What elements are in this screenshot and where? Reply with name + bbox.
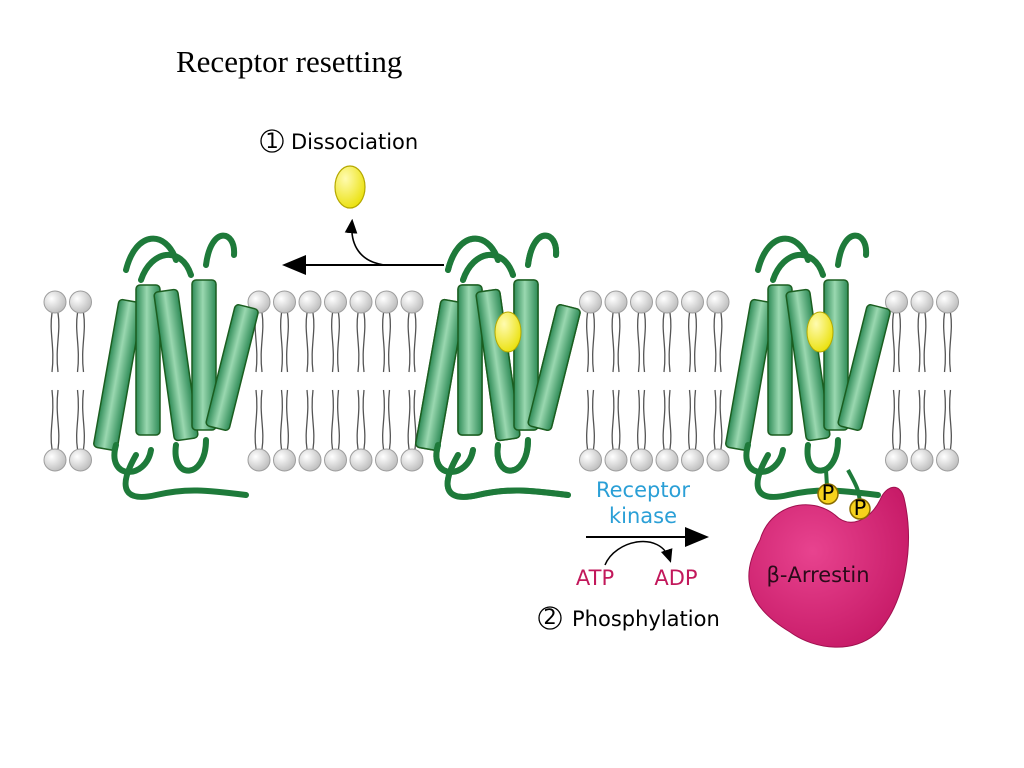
lipid-upper: [578, 290, 603, 373]
svg-text:Dissociation: Dissociation: [291, 130, 418, 154]
lipid-lower: [298, 389, 322, 472]
receptor-left: [93, 236, 259, 497]
kinase-label-line1: Receptor: [596, 478, 690, 502]
lipid-upper: [68, 290, 93, 373]
slide-title: Receptor resetting: [176, 44, 403, 79]
lipid-lower: [680, 389, 705, 472]
step1-label: 1 Dissociation: [260, 129, 418, 154]
lipid-upper: [374, 290, 399, 373]
lipid-lower: [43, 389, 67, 472]
phosphate-badge-1: P: [817, 481, 839, 505]
lipid-lower: [68, 389, 93, 472]
release-curve-arrow: [344, 218, 386, 266]
lipid-upper: [272, 290, 297, 373]
lipid-lower: [655, 389, 679, 472]
lipid-lower: [323, 389, 348, 472]
atp-adp-curve: [604, 540, 673, 566]
lipid-upper: [349, 290, 373, 373]
lipid-upper: [706, 290, 730, 373]
lipid-lower: [604, 389, 628, 472]
svg-text:1: 1: [265, 129, 278, 153]
lipid-upper: [298, 290, 322, 373]
lipid-upper: [910, 290, 934, 373]
lipid-lower: [629, 389, 654, 472]
arrestin-shape: [748, 486, 909, 648]
receptor-center: [415, 236, 581, 497]
bound-ligand: [494, 311, 522, 353]
kinase-label-line2: kinase: [609, 504, 677, 528]
lipid-lower: [706, 389, 730, 472]
svg-text:P: P: [854, 496, 867, 520]
step2-label: 2 Phosphylation: [538, 605, 720, 631]
released-ligand: [334, 165, 366, 209]
arrestin-label: β-Arrestin: [766, 563, 869, 587]
lipid-upper: [680, 290, 705, 373]
lipid-lower: [578, 389, 603, 472]
lipid-lower: [935, 389, 960, 472]
lipid-lower: [884, 389, 909, 472]
lipid-lower: [247, 389, 271, 472]
lipid-upper: [935, 290, 960, 373]
lipid-upper: [655, 290, 679, 373]
lipid-upper: [400, 290, 424, 373]
receptor-right: [725, 236, 891, 509]
lipid-upper: [884, 290, 909, 373]
svg-text:2: 2: [543, 605, 556, 629]
lipid-upper: [604, 290, 628, 373]
lipid-lower: [910, 389, 934, 472]
svg-text:Phosphylation: Phosphylation: [572, 607, 720, 631]
lipid-lower: [349, 389, 373, 472]
lipid-upper: [629, 290, 654, 373]
lipid-upper: [323, 290, 348, 373]
lipid-lower: [272, 389, 297, 472]
phosphate-badge-2: P: [849, 496, 871, 520]
svg-text:P: P: [822, 481, 835, 505]
bound-ligand-right: [806, 311, 834, 353]
lipid-lower: [374, 389, 399, 472]
atp-label: ATP: [576, 566, 614, 590]
lipid-upper: [43, 290, 67, 373]
adp-label: ADP: [654, 566, 697, 590]
